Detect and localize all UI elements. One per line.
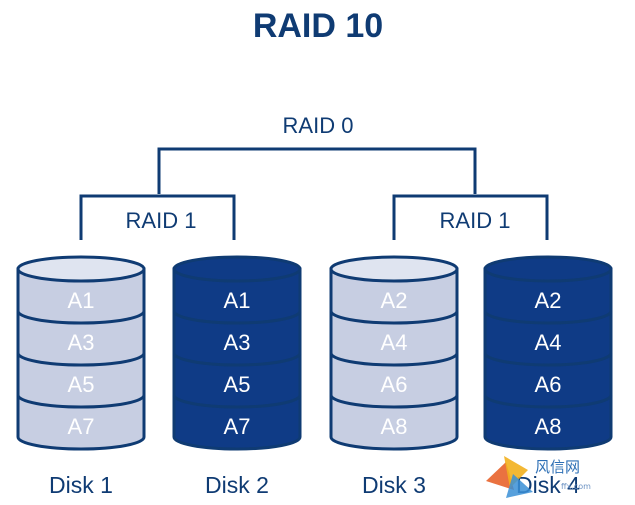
disk-2-block-A5: A5 — [224, 372, 251, 397]
raid0-bracket — [157, 147, 477, 194]
block-divider — [329, 352, 459, 367]
disk-3-block-A4: A4 — [381, 330, 408, 355]
block-divider — [172, 394, 302, 409]
raid1-label-right: RAID 1 — [440, 208, 511, 233]
disk-2-top — [172, 255, 302, 283]
block-divider — [16, 394, 146, 409]
raid1-bracket-left — [79, 194, 236, 240]
block-divider — [172, 310, 302, 325]
disk-3-block-A6: A6 — [381, 372, 408, 397]
block-divider — [483, 394, 613, 409]
block-divider — [16, 352, 146, 367]
block-divider — [172, 352, 302, 367]
disk-2-block-A1: A1 — [224, 288, 251, 313]
block-divider — [483, 352, 613, 367]
raid1-bracket-right — [392, 194, 549, 240]
raid1-label-left: RAID 1 — [126, 208, 197, 233]
disk-4-block-A2: A2 — [535, 288, 562, 313]
watermark-brand: 风信网 — [535, 458, 580, 476]
disk-1-top — [16, 255, 146, 283]
disk-4-top — [483, 255, 613, 283]
disk-1-label: Disk 1 — [49, 472, 113, 498]
disk-1-block-A5: A5 — [68, 372, 95, 397]
disk-1-block-A1: A1 — [68, 288, 95, 313]
watermark-sub: ffx.com — [561, 482, 591, 491]
disk-1-block-A3: A3 — [68, 330, 95, 355]
disk-4-block-A6: A6 — [535, 372, 562, 397]
block-divider — [329, 394, 459, 409]
disk-3-block-A2: A2 — [381, 288, 408, 313]
block-divider — [483, 310, 613, 325]
block-divider — [329, 310, 459, 325]
diagram-title: RAID 10 — [253, 7, 383, 45]
disk-3-label: Disk 3 — [362, 472, 426, 498]
disk-3-top — [329, 255, 459, 283]
watermark-logo: 风信网 ffx.com — [486, 456, 591, 498]
disk-3-block-A8: A8 — [381, 414, 408, 439]
raid0-label: RAID 0 — [283, 113, 354, 138]
disk-2-label: Disk 2 — [205, 472, 269, 498]
disk-2-block-A7: A7 — [224, 414, 251, 439]
disk-4-block-A8: A8 — [535, 414, 562, 439]
disk-1-block-A7: A7 — [68, 414, 95, 439]
disk-2-block-A3: A3 — [224, 330, 251, 355]
block-divider — [16, 310, 146, 325]
disk-4-block-A4: A4 — [535, 330, 562, 355]
disk-4-label: Disk 4 — [516, 472, 580, 498]
